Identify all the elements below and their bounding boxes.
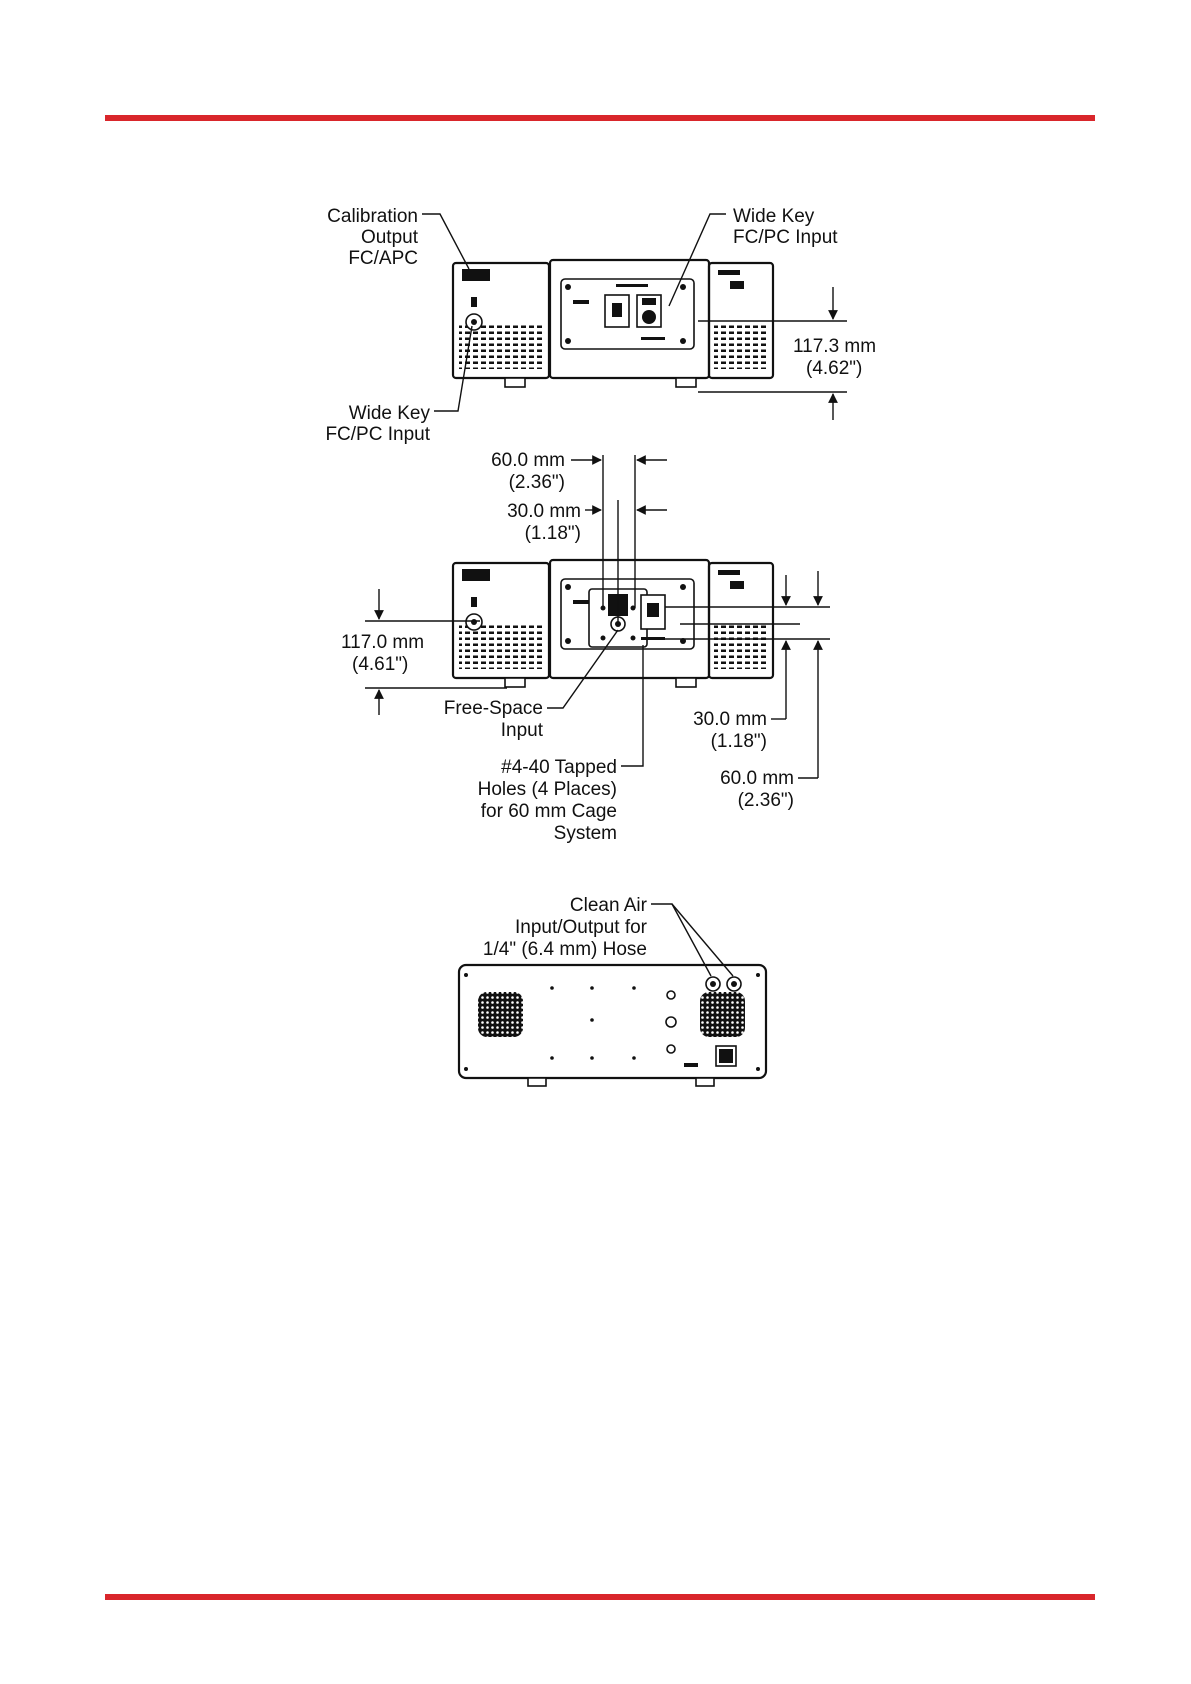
rear-view — [459, 965, 766, 1086]
tapped-holes-label: #4-40 Tapped — [501, 757, 617, 778]
dim-30-right-value: 30.0 mm — [693, 709, 767, 730]
svg-text:for 60 mm Cage: for 60 mm Cage — [481, 801, 617, 822]
svg-text:(1.18"): (1.18") — [525, 523, 581, 544]
svg-text:FC/PC Input: FC/PC Input — [325, 424, 430, 445]
free-space-height-value: 117.0 mm — [341, 632, 424, 653]
dim-60-right-value: 60.0 mm — [720, 768, 794, 789]
svg-text:(4.61"): (4.61") — [352, 654, 408, 675]
svg-text:1/4" (6.4 mm) Hose: 1/4" (6.4 mm) Hose — [483, 939, 647, 960]
dim-60-top-value: 60.0 mm — [491, 450, 565, 471]
svg-text:Holes (4 Places): Holes (4 Places) — [478, 779, 617, 800]
svg-text:(2.36"): (2.36") — [738, 790, 794, 811]
svg-text:FC/PC Input: FC/PC Input — [733, 227, 838, 248]
wide-key-left-label: Wide Key — [349, 403, 431, 424]
front-view — [453, 260, 773, 387]
svg-text:FC/APC: FC/APC — [348, 248, 418, 269]
tapped-holes-callout: #4-40 Tapped Holes (4 Places) for 60 mm … — [478, 645, 643, 844]
calibration-output-label: Calibration — [327, 206, 418, 227]
svg-text:(4.62"): (4.62") — [806, 358, 862, 379]
svg-text:Input/Output for: Input/Output for — [515, 917, 648, 938]
svg-text:System: System — [554, 823, 617, 844]
free-space-input-label: Free-Space — [444, 698, 543, 719]
wide-key-top-label: Wide Key — [733, 206, 815, 227]
clean-air-callout: Clean Air Input/Output for 1/4" (6.4 mm)… — [483, 895, 733, 976]
front-height-value: 117.3 mm — [793, 336, 876, 357]
svg-text:Input: Input — [501, 720, 544, 741]
calibration-output-callout: Calibration Output FC/APC — [327, 206, 469, 269]
svg-text:Output: Output — [361, 227, 419, 248]
dim-30-top-value: 30.0 mm — [507, 501, 581, 522]
svg-text:(2.36"): (2.36") — [509, 472, 565, 493]
clean-air-label: Clean Air — [570, 895, 648, 916]
wide-key-input-callout-left: Wide Key FC/PC Input — [325, 326, 472, 445]
svg-text:(1.18"): (1.18") — [711, 731, 767, 752]
